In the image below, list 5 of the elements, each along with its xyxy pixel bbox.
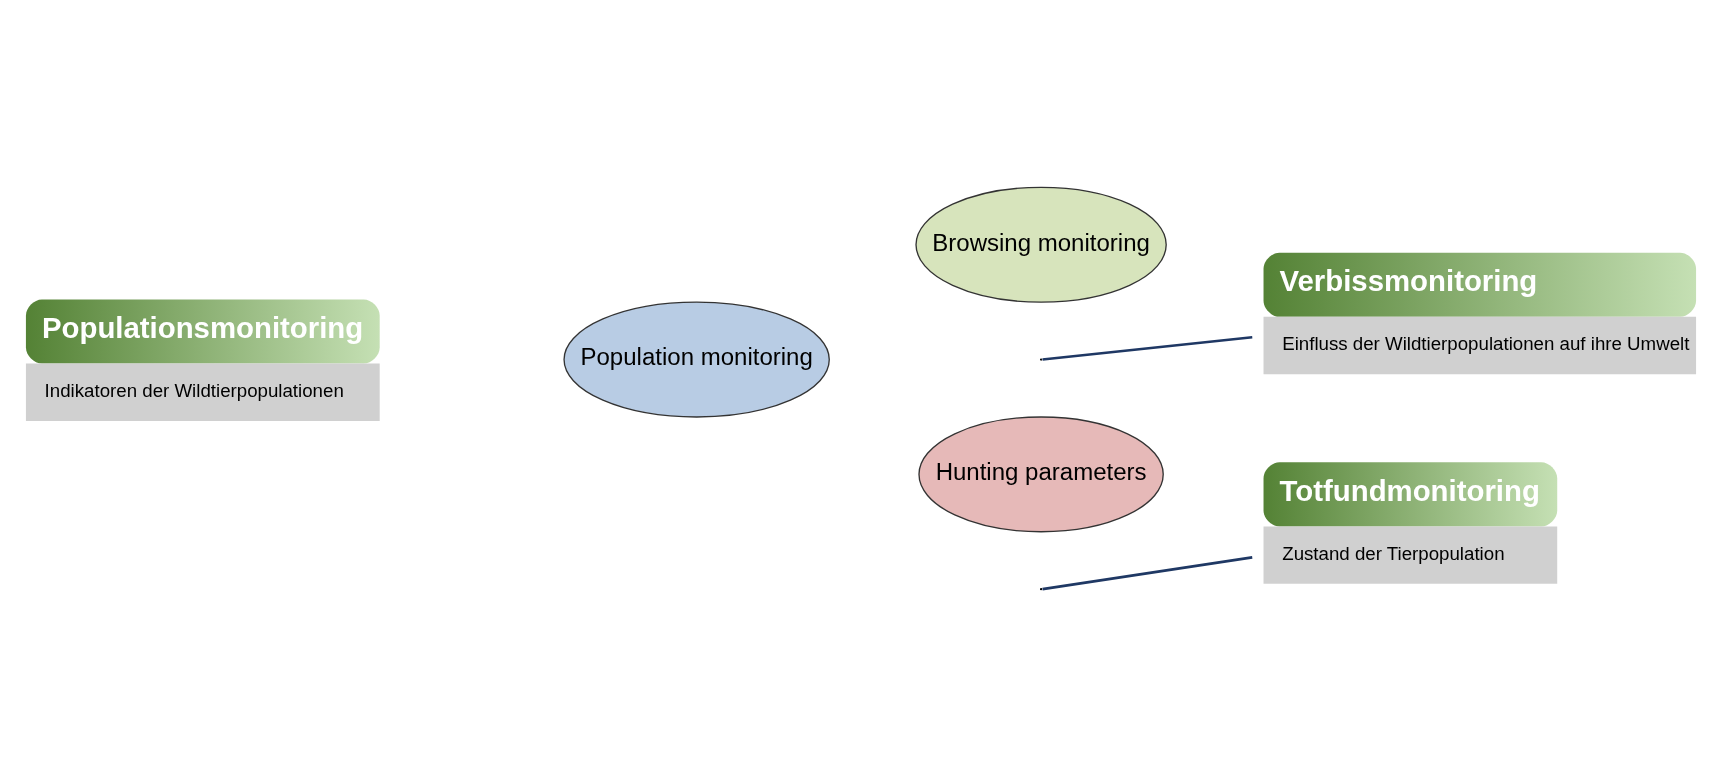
node-ellipse: Hunting parameters — [918, 416, 1164, 533]
connector — [1042, 556, 1253, 591]
node-ellipse: Browsing monitoring — [915, 186, 1167, 303]
node-ellipse: Population monitoring — [563, 301, 830, 418]
connector — [1042, 335, 1253, 361]
